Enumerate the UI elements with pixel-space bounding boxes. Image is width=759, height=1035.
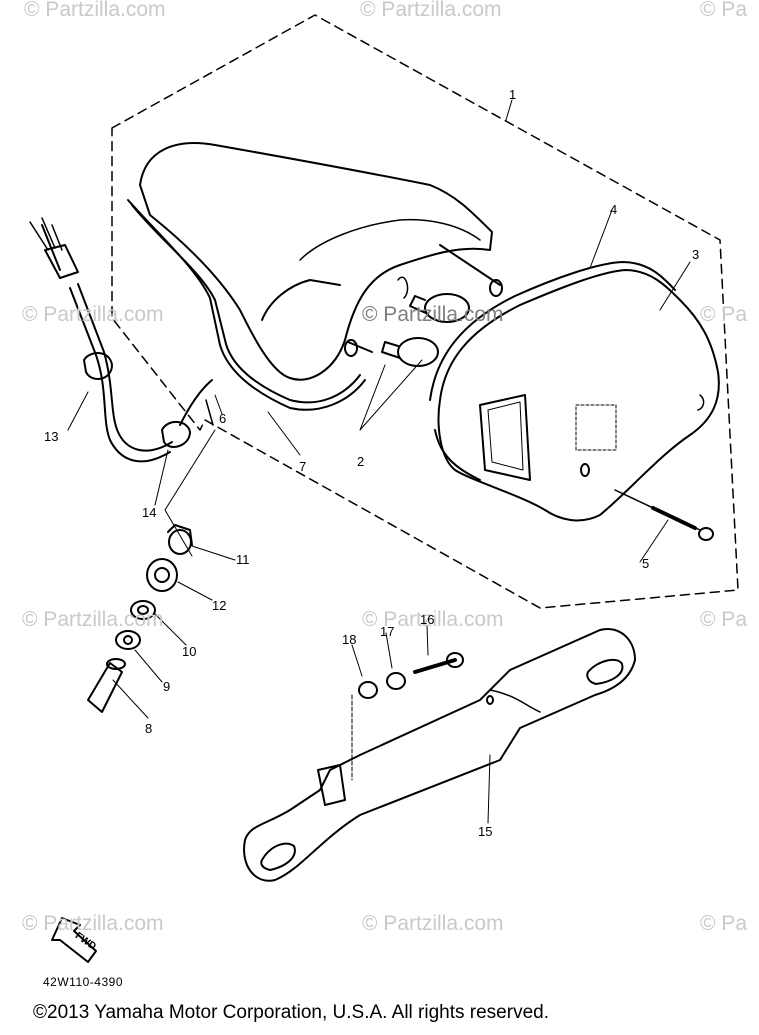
license-bracket bbox=[243, 628, 636, 882]
callout-12: 12 bbox=[212, 598, 227, 613]
watermark: © Pa bbox=[700, 912, 747, 935]
watermark: © Partzilla.com bbox=[22, 912, 164, 935]
lens-screw bbox=[614, 489, 714, 541]
callout-14: 14 bbox=[142, 505, 157, 520]
watermark: © Pa bbox=[700, 303, 747, 326]
callout-18: 18 bbox=[342, 632, 357, 647]
callout-8: 8 bbox=[145, 721, 153, 736]
callout-7: 7 bbox=[299, 459, 307, 474]
assembly-boundary-dashed bbox=[111, 14, 739, 609]
leader-lines bbox=[67, 99, 691, 824]
bulbs bbox=[381, 293, 470, 367]
callout-15: 15 bbox=[478, 824, 493, 839]
watermark: © Pa bbox=[700, 0, 747, 21]
watermark: © Partzilla.com bbox=[362, 303, 504, 326]
watermark: © Partzilla.com bbox=[24, 0, 166, 21]
callout-9: 9 bbox=[163, 679, 171, 694]
callout-16: 16 bbox=[420, 612, 435, 627]
callout-5: 5 bbox=[642, 556, 650, 571]
callout-10: 10 bbox=[182, 644, 197, 659]
callout-4: 4 bbox=[610, 202, 618, 217]
callout-2: 2 bbox=[357, 454, 365, 469]
taillight-housing bbox=[127, 142, 503, 426]
callout-6: 6 bbox=[219, 411, 227, 426]
lens-assembly bbox=[429, 261, 720, 522]
callout-1: 1 bbox=[509, 87, 517, 102]
watermark: © Partzilla.com bbox=[360, 0, 502, 21]
callout-3: 3 bbox=[692, 247, 700, 262]
wire-harness bbox=[29, 217, 213, 463]
mount-hardware bbox=[87, 429, 216, 713]
watermark: © Partzilla.com bbox=[362, 608, 504, 631]
diagram-part-code: 42W110-4390 bbox=[43, 975, 123, 989]
callout-17: 17 bbox=[380, 624, 395, 639]
callout-13: 13 bbox=[44, 429, 59, 444]
watermark: © Partzilla.com bbox=[22, 303, 164, 326]
copyright-notice: ©2013 Yamaha Motor Corporation, U.S.A. A… bbox=[33, 1002, 549, 1023]
callout-11: 11 bbox=[236, 552, 250, 567]
watermark: © Partzilla.com bbox=[362, 912, 504, 935]
watermark: © Partzilla.com bbox=[22, 608, 164, 631]
watermark: © Pa bbox=[700, 608, 747, 631]
fwd-arrow bbox=[51, 917, 97, 963]
